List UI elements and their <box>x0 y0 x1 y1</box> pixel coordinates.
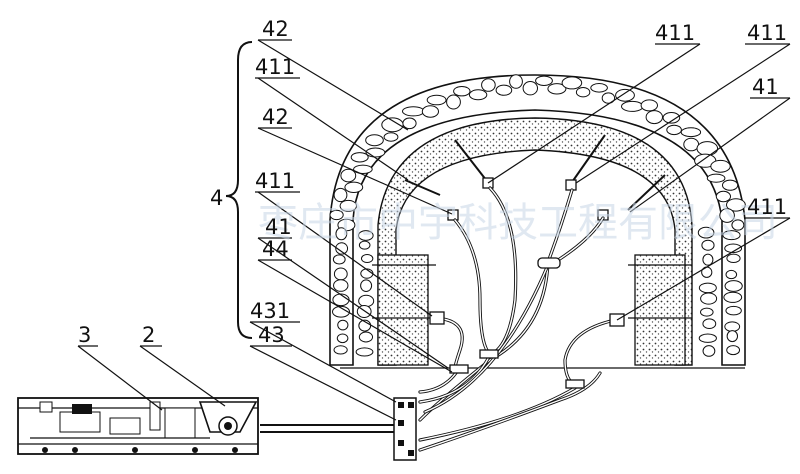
rock-pattern <box>329 74 746 357</box>
valves <box>429 257 625 389</box>
part-label-l2: 2 <box>142 323 155 347</box>
part-label-l411c: 411 <box>655 21 695 45</box>
spray-machine <box>17 397 259 455</box>
part-label-l411e: 411 <box>747 195 787 219</box>
part-label-l411a: 411 <box>255 55 295 79</box>
rock-lining <box>329 74 746 366</box>
part-label-l41a: 41 <box>265 215 292 239</box>
part-label-l431: 431 <box>250 299 290 323</box>
leader-lines <box>77 39 791 421</box>
concrete-layer <box>372 117 693 366</box>
part-label-l43: 43 <box>258 323 285 347</box>
part-label-l42a: 42 <box>262 17 289 41</box>
part-label-l411d: 411 <box>747 21 787 45</box>
nozzles <box>404 134 666 221</box>
feed-pipe <box>260 424 394 433</box>
part-label-l411b: 411 <box>255 169 295 193</box>
part-label-l3: 3 <box>78 323 91 347</box>
part-label-l44: 44 <box>262 237 289 261</box>
group-brace <box>225 41 253 339</box>
part-label-l42b: 42 <box>262 105 289 129</box>
watermark-text: 枣庄市中宇科技工程有限公司 <box>258 200 778 246</box>
manifold-43 <box>393 397 417 461</box>
group-label-4: 4 <box>210 186 223 210</box>
part-label-l41b: 41 <box>752 75 779 99</box>
